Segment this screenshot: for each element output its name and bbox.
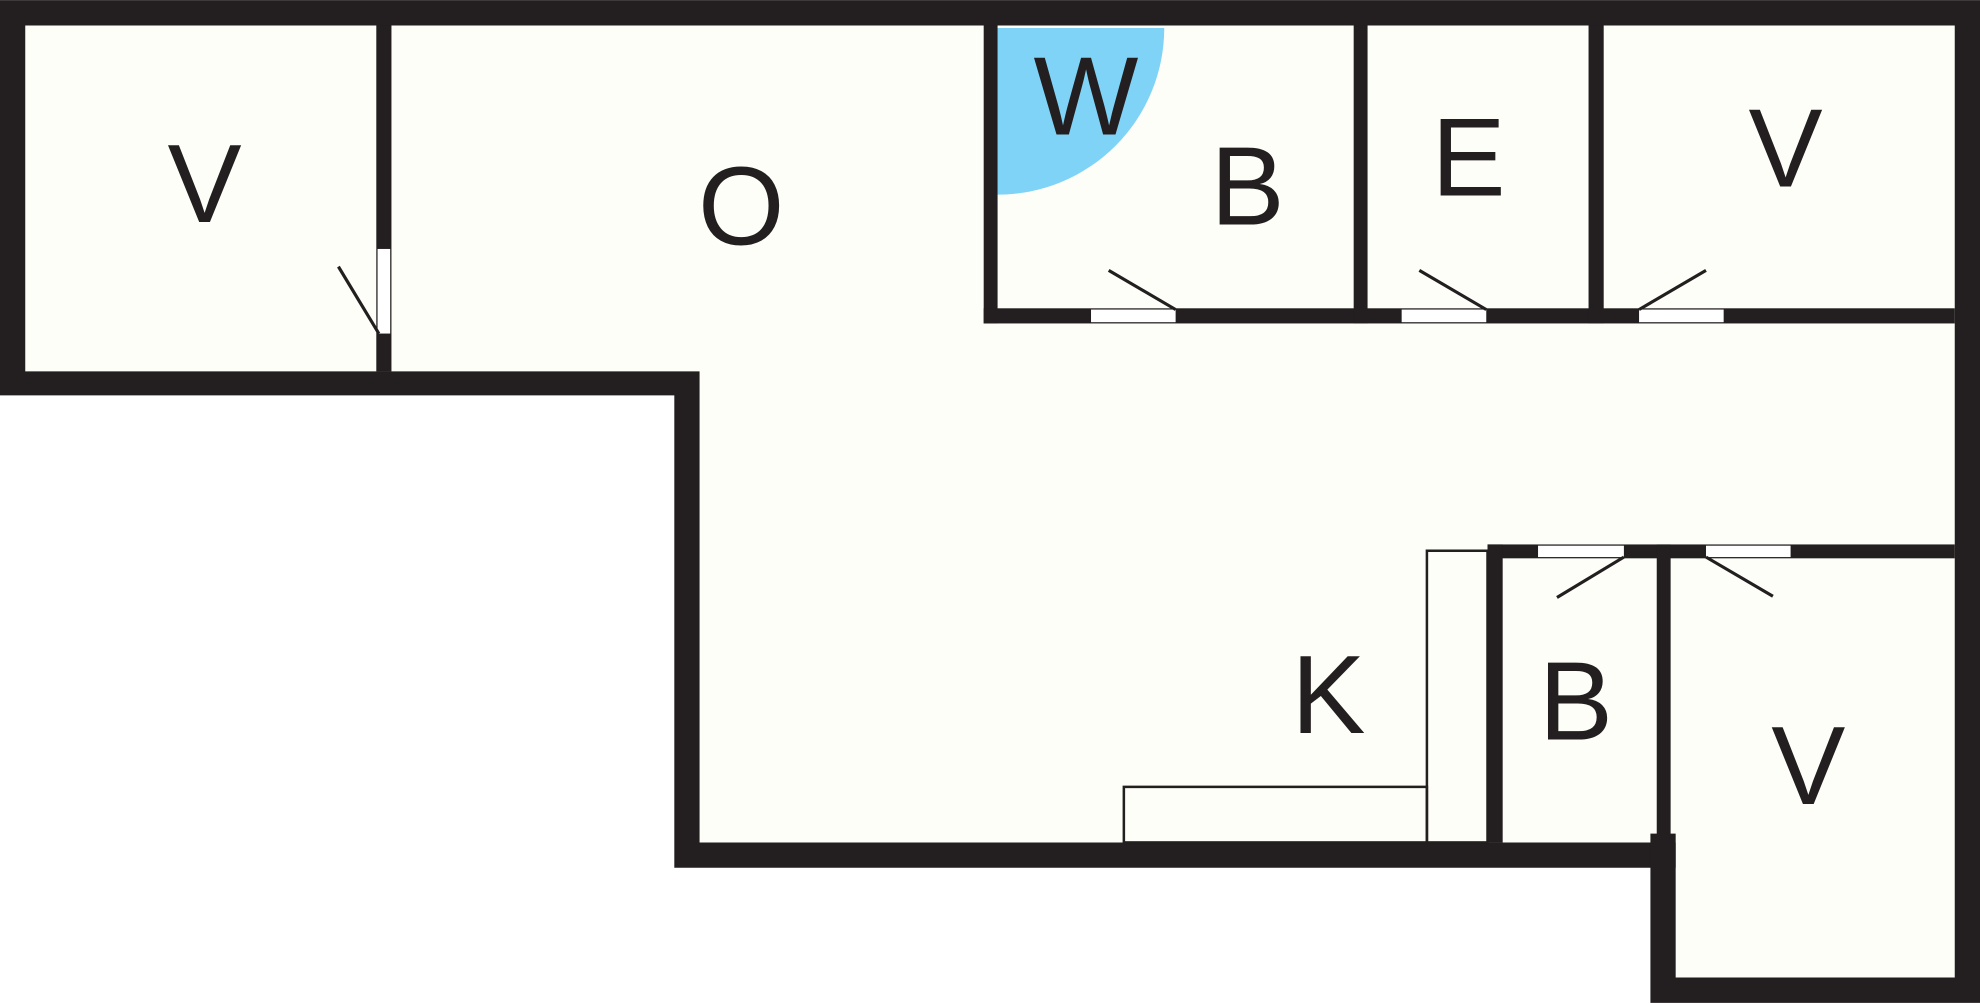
kitchen-counter [1122, 785, 1429, 844]
room-label-b2: B [1539, 639, 1613, 764]
door-icon [1638, 269, 1707, 311]
room-label-w: W [1034, 34, 1139, 159]
door-icon [1556, 555, 1625, 599]
door-icon [1705, 555, 1774, 598]
door-swings [337, 265, 1774, 599]
room-label-e: E [1432, 94, 1506, 219]
door-icon [1418, 269, 1488, 311]
door-openings [377, 248, 1791, 558]
fixtures [1122, 549, 1489, 844]
room-label-v2: V [1748, 85, 1822, 210]
floor-area [25, 25, 1955, 978]
room-label-b1: B [1211, 123, 1285, 248]
room-label-o: O [698, 144, 784, 269]
closet-outline [1425, 549, 1489, 844]
room-label-v3: V [1771, 703, 1845, 828]
door-icon [1107, 269, 1177, 311]
door-icon [337, 265, 381, 335]
room-label-k: K [1291, 632, 1365, 757]
w-zone-arc [997, 27, 1165, 195]
room-label-v1: V [168, 121, 242, 246]
